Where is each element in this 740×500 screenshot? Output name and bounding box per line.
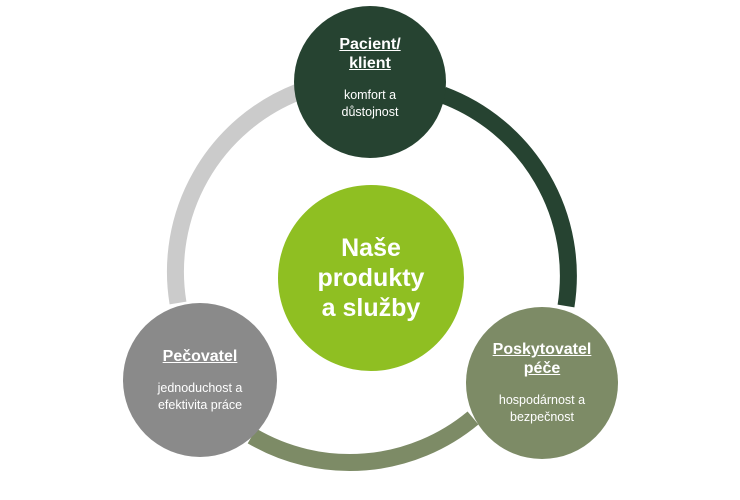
provider-node: Poskytovatel péče hospodárnost a bezpečn… bbox=[466, 307, 618, 459]
caregiver-circle bbox=[123, 303, 277, 457]
patient-description: komfort a důstojnost bbox=[341, 88, 399, 119]
caregiver-node: Pečovatel jednoduchost a efektivita prác… bbox=[123, 303, 277, 457]
caregiver-description: jednoduchost a efektivita práce bbox=[157, 380, 243, 412]
arc-patient-provider bbox=[440, 87, 577, 308]
center-node: Naše produkty a služby bbox=[278, 185, 464, 371]
patient-node: Pacient/ klient komfort a důstojnost bbox=[294, 5, 446, 157]
patient-title: Pacient/ klient bbox=[339, 36, 401, 72]
patient-circle bbox=[294, 6, 446, 158]
center-circle bbox=[278, 185, 464, 371]
arc-provider-caregiver bbox=[247, 411, 479, 472]
provider-circle bbox=[466, 307, 618, 459]
provider-title: Poskytovatel péče bbox=[492, 341, 592, 377]
provider-description: hospodárnost a bezpečnost bbox=[498, 393, 586, 424]
arc-caregiver-patient bbox=[166, 84, 302, 305]
caregiver-title: Pečovatel bbox=[162, 347, 238, 365]
center-label: Naše produkty a služby bbox=[317, 234, 425, 322]
